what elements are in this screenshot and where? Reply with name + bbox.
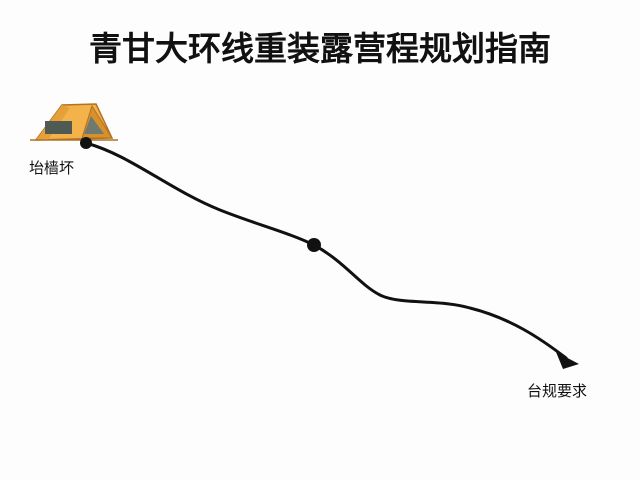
- tent-icon: [30, 103, 118, 141]
- route-line: [84, 141, 568, 360]
- arrow-head-icon: [556, 352, 579, 369]
- start-dot-icon: [80, 137, 92, 149]
- page-title: 青甘大环线重装露营程规划指南: [89, 29, 551, 68]
- end-label: 台规要求: [527, 382, 588, 400]
- start-label: 坮樯坏: [29, 159, 75, 177]
- dot-icon: [307, 238, 321, 252]
